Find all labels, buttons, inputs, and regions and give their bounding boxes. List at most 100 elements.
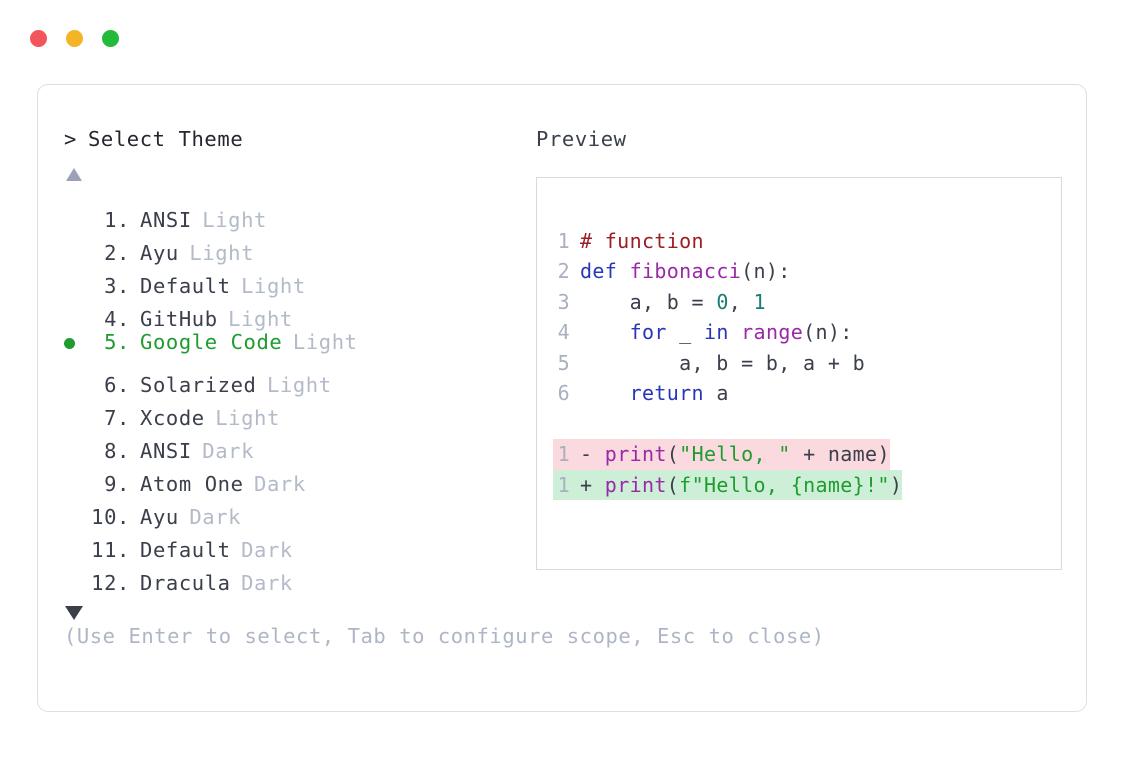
theme-item-index: 4. <box>104 306 130 331</box>
maximize-button-icon[interactable] <box>102 30 119 47</box>
theme-item-index: 2. <box>104 240 130 265</box>
theme-item-variant: Dark <box>241 537 293 562</box>
theme-item-variant: Light <box>189 240 255 265</box>
line-number: 6 <box>557 381 570 405</box>
code-line: 4 for _ in range(n): <box>553 317 902 348</box>
selection-bullet-cell <box>64 293 90 326</box>
selection-bullet-cell <box>64 359 90 392</box>
line-number: 1 <box>557 228 570 253</box>
theme-item-name: Atom One <box>140 471 244 496</box>
window-titlebar <box>30 30 119 47</box>
theme-list-item[interactable]: 2. Ayu Light <box>64 227 534 265</box>
code-token: (n): <box>803 320 853 344</box>
theme-item-name: Default <box>140 537 231 562</box>
selection-bullet-cell <box>64 491 90 524</box>
theme-item-index: 9. <box>104 471 130 496</box>
theme-item-name: Default <box>140 273 231 298</box>
minimize-button-icon[interactable] <box>66 30 83 47</box>
selection-bullet-cell <box>64 458 90 491</box>
code-line-content: print(f"Hello, {name}!") <box>605 473 902 497</box>
code-token: return <box>629 381 704 405</box>
code-line: 3 a, b = 0, 1 <box>553 287 902 318</box>
diff-sign: - <box>580 442 605 466</box>
theme-item-index: 7. <box>104 405 130 430</box>
theme-item-index: 8. <box>104 438 130 463</box>
theme-list-item[interactable]: 6. Solarized Light <box>64 359 534 397</box>
theme-item-variant: Light <box>241 273 306 298</box>
theme-item-index: 10. <box>91 504 130 529</box>
theme-item-variant: Light <box>266 372 332 397</box>
theme-item-index: 1. <box>104 207 130 232</box>
theme-item-name: Ayu <box>140 240 179 265</box>
theme-item-variant: Light <box>228 306 293 331</box>
theme-item-variant: Light <box>202 207 267 232</box>
theme-item-variant: Dark <box>202 438 255 463</box>
selection-bullet-cell <box>64 425 90 458</box>
scroll-down-icon[interactable] <box>65 605 83 620</box>
preview-label: Preview <box>536 127 627 151</box>
diff-added-line: 1 + print(f"Hello, {name}!") <box>553 469 903 500</box>
code-line-content: # function <box>580 229 704 253</box>
code-token: (n): <box>741 259 791 283</box>
code-token <box>580 381 630 405</box>
code-token: print <box>604 442 667 466</box>
diff-sign: + <box>580 472 605 497</box>
code-token: for <box>629 320 667 344</box>
prompt-caret-icon: > <box>64 127 77 151</box>
code-line-content: print("Hello, " + name) <box>605 442 890 466</box>
code-token: 1 <box>753 289 766 314</box>
theme-item-variant: Light <box>292 329 358 354</box>
theme-item-index: 3. <box>104 273 130 298</box>
code-token: print <box>604 472 667 497</box>
theme-item-name: ANSI <box>140 207 192 232</box>
theme-item-variant: Dark <box>189 504 242 529</box>
theme-item-index: 6. <box>104 372 130 397</box>
theme-item-name: Ayu <box>140 504 179 529</box>
line-number: 5 <box>557 350 570 375</box>
theme-item-variant: Light <box>215 405 280 430</box>
theme-item-name: Solarized <box>140 372 257 397</box>
close-button-icon[interactable] <box>30 30 47 47</box>
code-line: 5 a, b = b, a + b <box>553 348 902 379</box>
code-token: + name) <box>790 442 890 466</box>
code-token: ( <box>666 442 680 466</box>
code-token: range <box>741 320 804 344</box>
selection-bullet-cell <box>64 327 90 360</box>
keyboard-hint: (Use Enter to select, Tab to configure s… <box>64 624 825 648</box>
code-token: 0 <box>716 289 729 314</box>
theme-item-name: ANSI <box>140 438 192 463</box>
theme-list-item[interactable]: 7. Xcode Light <box>64 392 534 430</box>
code-token: "Hello, " <box>679 442 791 466</box>
code-token: def <box>580 259 630 283</box>
theme-list-item[interactable]: 8. ANSI Dark <box>64 425 534 463</box>
theme-item-name: GitHub <box>140 306 218 331</box>
code-token: a, b = <box>580 289 717 314</box>
theme-list-item[interactable]: 1. ANSI Light <box>64 194 534 232</box>
theme-item-name: Xcode <box>140 405 205 430</box>
theme-list-item[interactable]: 3. Default Light <box>64 260 534 298</box>
code-line-content: a, b = b, a + b <box>580 351 865 375</box>
code-line: 6 return a <box>553 378 902 409</box>
line-number: 1 <box>557 472 570 497</box>
code-token <box>580 320 630 344</box>
theme-item-name: Google Code <box>140 329 283 354</box>
line-number: 3 <box>557 289 570 314</box>
selection-bullet-cell <box>64 392 90 425</box>
theme-list-item[interactable]: 10. Ayu Dark <box>64 491 534 529</box>
theme-list-item[interactable]: 4. GitHub Light <box>64 293 534 331</box>
scroll-up-icon[interactable] <box>66 167 82 181</box>
selection-bullet-cell <box>64 227 90 260</box>
line-number: 4 <box>557 320 570 344</box>
code-line-content: a, b = 0, 1 <box>580 290 766 314</box>
code-line-content: for _ in range(n): <box>580 320 853 344</box>
